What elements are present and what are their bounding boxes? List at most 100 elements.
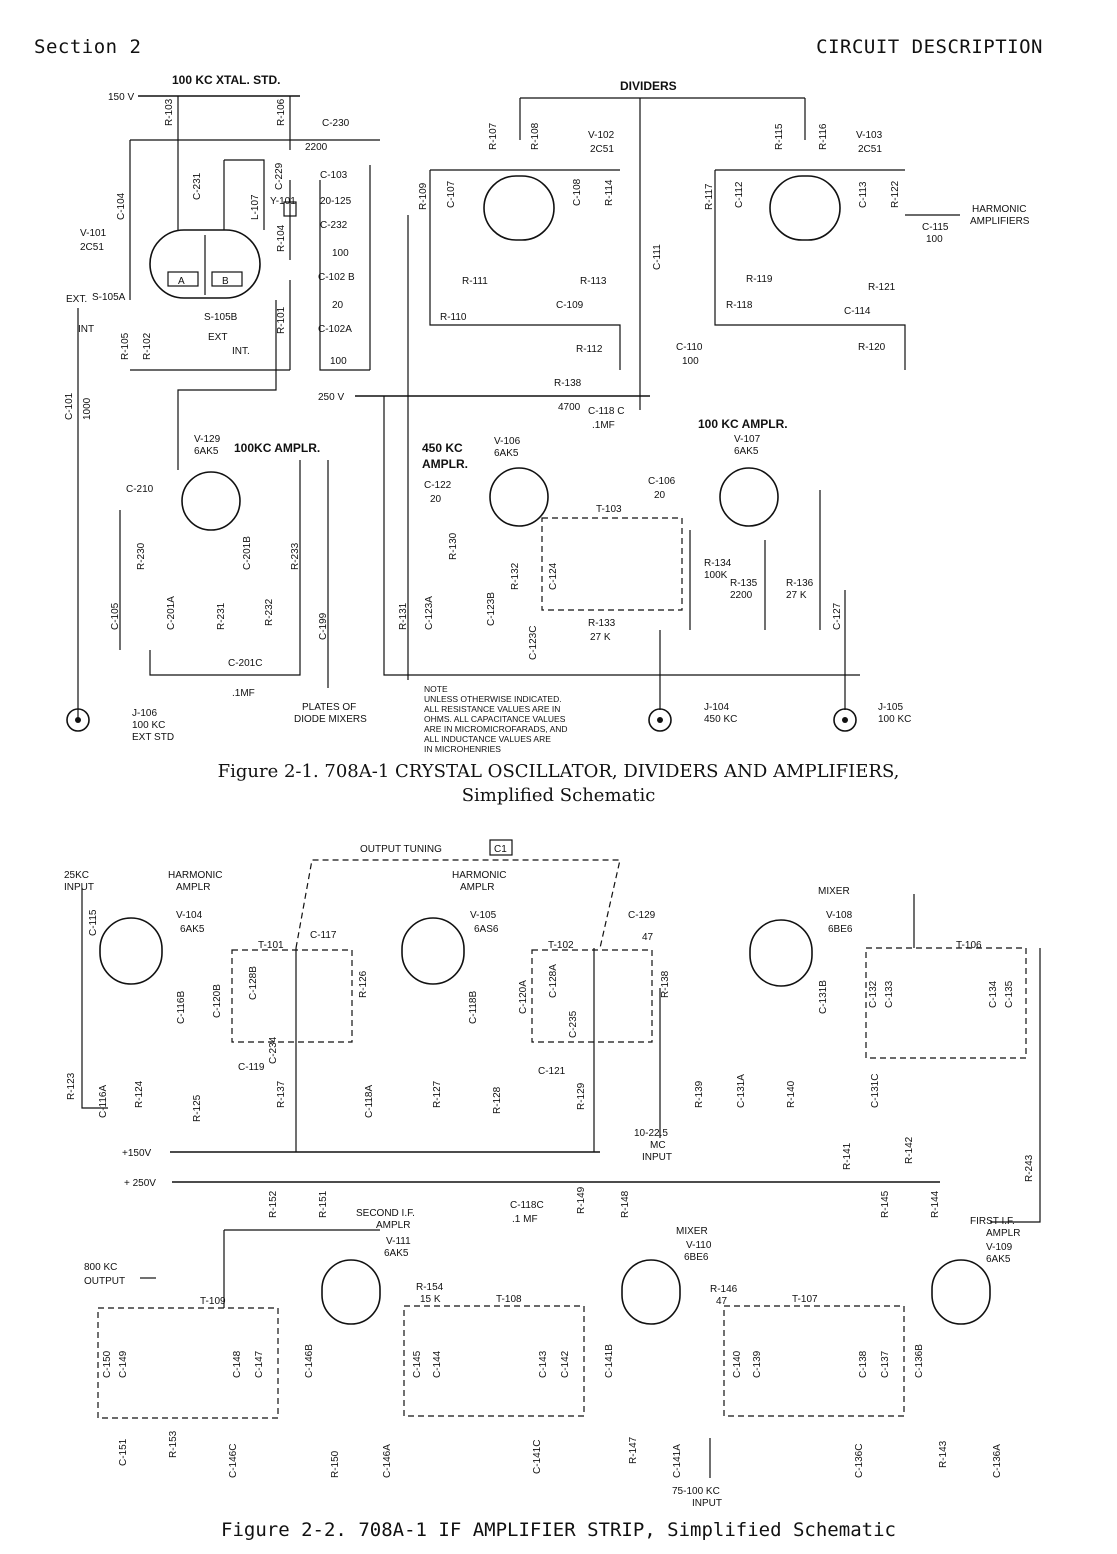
schematic-label: C-105 bbox=[110, 602, 121, 630]
transformer-t103 bbox=[541, 517, 683, 611]
schematic-label: R-149 bbox=[576, 1186, 587, 1214]
schematic-label: R-231 bbox=[216, 602, 227, 630]
schematic-label: R-147 bbox=[628, 1436, 639, 1464]
schematic-label: A bbox=[178, 276, 185, 287]
schematic-label: + 250V bbox=[124, 1178, 156, 1189]
schematic-label: C-229 bbox=[274, 162, 285, 190]
schematic-label: R-144 bbox=[930, 1190, 941, 1218]
schematic-label: C-107 bbox=[446, 180, 457, 208]
schematic-label: C-148 bbox=[232, 1350, 243, 1378]
schematic-label: DIODE MIXERS bbox=[294, 714, 367, 725]
schematic-label: C-115 bbox=[88, 909, 99, 936]
figure-2-1-caption-line1: Figure 2-1. 708A-1 CRYSTAL OSCILLATOR, D… bbox=[217, 761, 900, 782]
schematic-label: V-108 bbox=[826, 910, 853, 921]
schematic-label: R-142 bbox=[904, 1136, 915, 1164]
schematic-label: R-232 bbox=[264, 598, 275, 626]
schematic-label: R-108 bbox=[530, 122, 541, 150]
schematic-label: C-230 bbox=[322, 118, 350, 129]
schematic-label: R-133 bbox=[588, 618, 616, 629]
schematic-label: 6AK5 bbox=[494, 448, 519, 459]
schematic-label: 2C51 bbox=[590, 144, 614, 155]
schematic-label: C-231 bbox=[192, 172, 203, 200]
schematic-label: R-113 bbox=[580, 276, 607, 287]
figure-2-1-caption-line2: Simplified Schematic bbox=[461, 785, 656, 806]
schematic-label: C-132 bbox=[868, 980, 879, 1008]
schematic-label: J-105 bbox=[878, 702, 903, 713]
schematic-label: R-129 bbox=[576, 1082, 587, 1110]
schematic-label: C-119 bbox=[238, 1062, 265, 1073]
schematic-label: MC bbox=[650, 1140, 666, 1151]
schematic-label: C-101 bbox=[64, 392, 75, 420]
label-amplifiers: AMPLIFIERS bbox=[970, 216, 1030, 227]
schematic-label: C-143 bbox=[538, 1350, 549, 1378]
schematic-label: J-104 bbox=[704, 702, 729, 713]
schematic-label: V-129 bbox=[194, 434, 221, 445]
schematic-label: NOTE bbox=[424, 684, 448, 694]
schematic-label: 800 KC bbox=[84, 1262, 117, 1273]
schematic-label: R-136 bbox=[786, 578, 814, 589]
schematic-label: .1MF bbox=[592, 420, 615, 431]
transformer-t107 bbox=[723, 1305, 905, 1417]
tube-v129 bbox=[181, 471, 241, 531]
schematic-label: C-151 bbox=[118, 1438, 129, 1466]
tube-v106 bbox=[489, 467, 549, 527]
schematic-label: C-122 bbox=[424, 480, 452, 491]
schematic-label: +150V bbox=[122, 1148, 152, 1159]
transformer-t109 bbox=[97, 1307, 279, 1419]
schematic-label: R-119 bbox=[746, 274, 773, 285]
schematic-label: AMPLR bbox=[986, 1228, 1020, 1239]
schematic-label: HARMONIC bbox=[168, 870, 222, 881]
figure-note: NOTE UNLESS OTHERWISE INDICATED. ALL RES… bbox=[424, 684, 568, 754]
figure-2-1-schematic: 100 KC XTAL. STD. DIVIDERS 100KC AMPLR. … bbox=[64, 73, 1030, 754]
schematic-label: 1000 bbox=[82, 397, 93, 420]
schematic-label: C-116A bbox=[98, 1085, 109, 1118]
schematic-label: V-103 bbox=[856, 130, 883, 141]
schematic-label: R-126 bbox=[358, 970, 369, 998]
jack-j105 bbox=[833, 708, 857, 732]
schematic-label: C-112 bbox=[734, 181, 745, 208]
tube-v105 bbox=[401, 917, 465, 985]
schematic-label: Y-101 bbox=[270, 196, 296, 207]
title-100kc-amplr-b: 100 KC AMPLR. bbox=[698, 417, 788, 431]
v101-name: V-101 bbox=[80, 228, 107, 239]
schematic-label: 100 bbox=[926, 234, 943, 245]
schematic-label: 6BE6 bbox=[684, 1252, 709, 1263]
schematic-label: 20 bbox=[654, 490, 666, 501]
schematic-label: R-152 bbox=[268, 1190, 279, 1218]
schematic-label: EXT STD bbox=[132, 732, 174, 743]
schematic-label: S-105B bbox=[204, 312, 238, 323]
schematic-label: C-201C bbox=[228, 658, 262, 669]
schematic-label: C-201B bbox=[242, 536, 253, 570]
schematic-label: T-101 bbox=[258, 940, 284, 951]
schematic-label: C-128A bbox=[548, 964, 559, 998]
jack-j106 bbox=[66, 708, 90, 732]
title-100kc-amplr-a: 100KC AMPLR. bbox=[234, 441, 320, 455]
schematic-label: INPUT bbox=[692, 1498, 722, 1508]
schematic-label: 20 bbox=[332, 300, 344, 311]
schematic-label: R-102 bbox=[142, 332, 153, 360]
schematic-label: C-120B bbox=[212, 984, 223, 1018]
schematic-label: V-110 bbox=[686, 1240, 712, 1251]
schematic-label: 100K bbox=[704, 570, 728, 581]
schematic-label: C-109 bbox=[556, 300, 584, 311]
schematic-label: INT. bbox=[232, 346, 250, 357]
schematic-label: R-135 bbox=[730, 578, 758, 589]
tube-v107 bbox=[719, 467, 779, 527]
schematic-label: 6AK5 bbox=[180, 924, 205, 935]
tube-v102 bbox=[483, 175, 555, 241]
schematic-label: C-127 bbox=[832, 602, 843, 630]
label-harmonic: HARMONIC bbox=[972, 204, 1026, 215]
schematic-label: 4700 bbox=[558, 402, 581, 413]
schematic-label: C-201A bbox=[166, 596, 177, 630]
v101-type: 2C51 bbox=[80, 242, 104, 253]
schematic-label: V-111 bbox=[386, 1236, 411, 1247]
figure-2-2-caption: Figure 2-2. 708A-1 IF AMPLIFIER STRIP, S… bbox=[221, 1519, 896, 1541]
schematic-label: C-137 bbox=[880, 1350, 891, 1378]
schematic-label: C-136A bbox=[992, 1444, 1003, 1478]
tube-v104 bbox=[99, 917, 163, 985]
schematic-label: L-107 bbox=[250, 194, 261, 220]
schematic-label: R-127 bbox=[432, 1080, 443, 1108]
schematic-label: R-116 bbox=[818, 123, 829, 150]
schematic-label: C-199 bbox=[318, 612, 329, 640]
schematic-label: R-106 bbox=[276, 98, 287, 126]
